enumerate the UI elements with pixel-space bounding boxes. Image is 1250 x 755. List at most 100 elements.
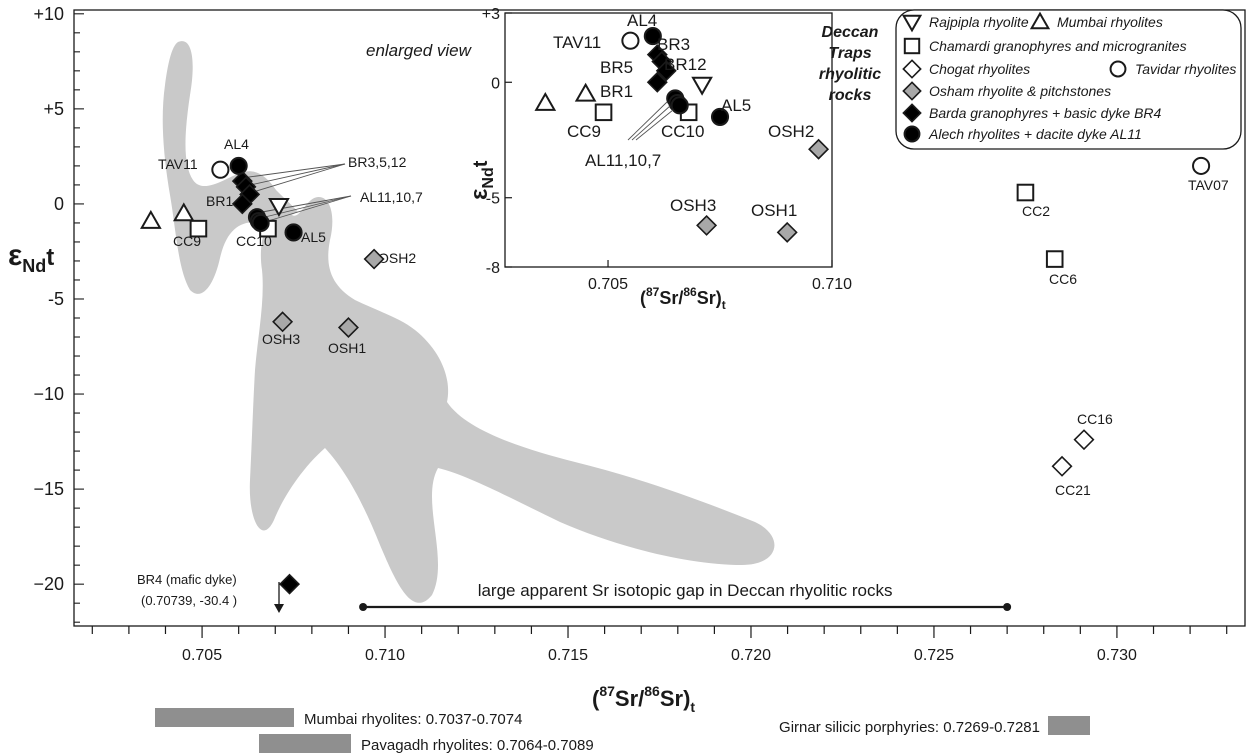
inset-x-tick-label: 0.710 [812, 276, 852, 293]
reference-bars: Mumbai rhyolites: 0.7037-0.7074Pavagadh … [155, 708, 1090, 754]
x-tick-label: 0.725 [914, 647, 954, 664]
x-tick-label: 0.705 [182, 647, 222, 664]
inset-y-title-epsilon: ε [466, 189, 493, 200]
data-point-tri-up [172, 202, 195, 222]
reference-bar-fill [155, 708, 294, 727]
legend-entry-osham-rhyolite-pitchstones: Osham rhyolite & pitchstones [929, 83, 1111, 99]
point-label-osh2: OSH2 [378, 250, 416, 266]
inset-label-al4: AL4 [627, 11, 657, 30]
x-axis-title: (87Sr/86Sr)t [592, 683, 695, 715]
legend-marker [1109, 60, 1127, 78]
point-label-cc21: CC21 [1055, 482, 1091, 498]
legend-box [895, 9, 1242, 150]
inset-point [808, 138, 830, 160]
point-label-cc6: CC6 [1049, 271, 1077, 287]
main-points [140, 156, 1211, 595]
x-axis-title-end: Sr) [660, 686, 691, 711]
inset-label-osh3: OSH3 [670, 196, 716, 215]
reference-bar-fill [259, 734, 351, 753]
inset-y-title: εNdt [466, 160, 497, 200]
inset-point [594, 103, 613, 122]
legend-marker [902, 81, 922, 101]
inset-label-osh1: OSH1 [751, 201, 797, 220]
inset-point [646, 71, 668, 93]
inset-label-al11-10-7: AL11,10,7 [585, 151, 661, 170]
data-point-cc21 [1051, 455, 1073, 477]
legend-entry-chogat-rhyolites: Chogat rhyolites [929, 61, 1030, 77]
inset-point [710, 107, 730, 126]
grey-field-lower [249, 196, 775, 603]
data-point-diamond [279, 573, 301, 595]
legend-entry-rajpipla-rhyolite: Rajpipla rhyolite [929, 14, 1029, 30]
y-tick-label: −20 [33, 574, 64, 594]
br4-note-line2: (0.70739, -30.4 ) [141, 593, 237, 608]
inset-x-title-part: Sr) [697, 288, 722, 308]
inset-y-tick-label: -8 [486, 260, 500, 277]
x-tick-label: 0.720 [731, 647, 771, 664]
data-point-osh3 [272, 311, 294, 333]
x-axis-title-sup2: 86 [644, 683, 660, 699]
svg-text:(87Sr/86Sr)t: (87Sr/86Sr)t [592, 683, 695, 715]
inset-x-title-part: Sr/ [659, 288, 683, 308]
leader-line-al [267, 195, 352, 222]
y-tick-label: +10 [33, 4, 64, 24]
point-label-al5: AL5 [301, 229, 326, 245]
data-point-circle [229, 156, 248, 175]
inset-x-title-part: t [722, 298, 726, 312]
point-label-tav11: TAV11 [158, 156, 198, 172]
inset-y-title-sub: Nd [480, 167, 497, 188]
legend-marker [1029, 11, 1051, 30]
inset-leader [627, 101, 668, 141]
inset-x-title-part: 86 [683, 285, 697, 299]
sr-gap-end [1003, 603, 1012, 611]
inset-label-br1: BR1 [600, 82, 633, 101]
y-axis-title-t: t [46, 244, 54, 271]
data-point-cc9 [189, 219, 208, 238]
reference-bar-label: Pavagadh rhyolites: 0.7064-0.7089 [361, 737, 594, 754]
inset-point [696, 214, 718, 236]
point-label-br1: BR1 [206, 193, 233, 209]
x-axis-title-sub: t [690, 699, 695, 715]
x-tick-label: 0.715 [548, 647, 588, 664]
br4-note-line1: BR4 (mafic dyke) [137, 572, 237, 587]
data-point-tri-down [268, 198, 290, 217]
reference-bar-fill [1048, 716, 1090, 735]
legend-title-line: Traps [828, 45, 871, 62]
inset-point [574, 82, 597, 102]
legend-entry-barda-granophyres-basic-dyke-br4: Barda granophyres + basic dyke BR4 [929, 105, 1162, 121]
inset-leader [631, 105, 671, 141]
legend-entry-mumbai-rhyolites: Mumbai rhyolites [1057, 14, 1163, 30]
point-label-al4: AL4 [224, 136, 249, 152]
point-label-tav07: TAV07 [1188, 177, 1229, 193]
svg-text:εNdt: εNdt [8, 239, 54, 276]
y-tick-label: +5 [43, 99, 64, 119]
legend-marker [903, 37, 921, 55]
inset-point [643, 27, 662, 46]
inset-label-tav11: TAV11 [553, 33, 601, 52]
legend-entry-tavidar-rhyolites: Tavidar rhyolites [1135, 61, 1236, 77]
inset-y-tick-label: -5 [486, 191, 500, 208]
y-tick-label: -5 [48, 289, 64, 309]
data-point-tav11 [211, 160, 230, 179]
inset-label-br12: BR12 [664, 55, 707, 74]
y-axis-title-sub: Nd [22, 256, 46, 276]
data-point-circle [251, 213, 270, 232]
point-label-osh3: OSH3 [262, 331, 300, 347]
inset-frame [504, 12, 833, 268]
data-point-circle [284, 223, 303, 242]
inset-label-al5: AL5 [721, 96, 751, 115]
sr-gap-label: large apparent Sr isotopic gap in Deccan… [478, 581, 893, 600]
point-label-osh1: OSH1 [328, 340, 366, 356]
point-label-cc16: CC16 [1077, 411, 1113, 427]
x-tick-label: 0.730 [1097, 647, 1137, 664]
y-tick-label: 0 [54, 194, 64, 214]
data-point-cc2 [1016, 183, 1035, 202]
inset-label-br5: BR5 [600, 58, 633, 77]
data-point-cc6 [1045, 250, 1064, 268]
x-tick-label: 0.710 [365, 647, 405, 664]
inset-x-tick-label: 0.705 [588, 276, 628, 293]
inset-point [621, 31, 640, 50]
